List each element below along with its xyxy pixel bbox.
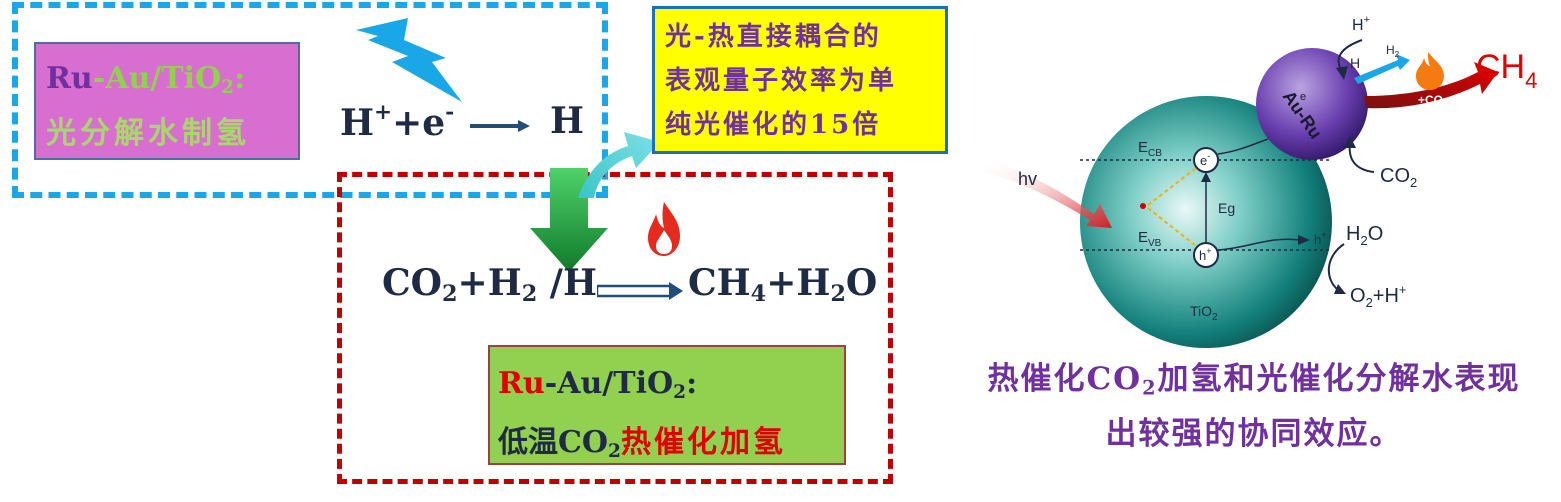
caption-line-1: 热催化CO2加氢和光催化分解水表现 <box>987 361 1521 400</box>
co2-input-label: +CO2 <box>1418 93 1448 109</box>
tio2-label: TiO2 <box>1190 303 1218 323</box>
equation-product-h: H <box>550 100 585 142</box>
au-ru-particle <box>1256 48 1368 160</box>
lightning-icon <box>356 18 462 102</box>
note-line-2: 表观量子效率为单 <box>665 66 898 96</box>
eg-label: Eg <box>1218 200 1235 216</box>
photo-catalyst-name: Ru-Au/TiO2: <box>46 61 246 99</box>
photo-catalyst-desc: 光分解水制氢 <box>46 116 250 152</box>
o2-h-label: O2+H+ <box>1350 282 1407 310</box>
curved-arrow-icon <box>578 132 660 198</box>
ch4-formation-arrow <box>1364 62 1498 109</box>
equation-co2-hydrogenation-rhs: CH4+H2O <box>688 262 878 308</box>
light-beam-icon <box>984 160 1112 228</box>
hole-label: h+ <box>1199 246 1212 263</box>
ecb-label: ECB <box>1138 139 1162 159</box>
photothermal-mechanism-schematic: ECB EVB e- h+ Eg h+ TiO2 hv Au-Ru e H+ H… <box>984 14 1537 348</box>
reaction-arrow <box>597 282 683 300</box>
note-line-3: 纯光催化的15倍 <box>665 110 882 140</box>
equation-co2-hydrogenation-lhs: CO2+H2 /H <box>382 262 597 308</box>
electron-small-label: e <box>1300 91 1306 103</box>
h2o-label: H2O <box>1346 223 1383 248</box>
down-arrow-icon <box>530 168 608 272</box>
evb-label: EVB <box>1138 229 1162 249</box>
hv-label: hv <box>1018 169 1037 189</box>
photocatalysis-frame <box>12 2 608 198</box>
reaction-arrow <box>470 120 530 132</box>
thermo-catalyst-name: Ru-Au/TiO2: <box>498 366 698 404</box>
quantum-efficiency-note: 光-热直接耦合的 表观量子效率为单 纯光催化的15倍 <box>652 6 948 154</box>
h2-label: H2 <box>1386 43 1400 59</box>
equation-proton-reduction: H++e- <box>340 100 455 145</box>
note-line-1: 光-热直接耦合的 <box>665 22 882 52</box>
caption-line-2: 出较强的协同效应。 <box>1105 416 1403 453</box>
h-plus-label: H+ <box>1352 14 1370 34</box>
dopant-dot <box>1140 203 1146 209</box>
synergy-caption: 热催化CO2加氢和光催化分解水表现 出较强的协同效应。 <box>948 356 1560 457</box>
ch4-label: CH4 <box>1476 48 1537 93</box>
hole-out-label: h+ <box>1314 230 1327 247</box>
electron-label: e- <box>1200 151 1210 168</box>
thermocatalysis-frame <box>337 172 893 484</box>
h-atom-label: H <box>1350 55 1360 71</box>
co2-label: CO2 <box>1380 165 1417 190</box>
thermocatalysis-label-box: Ru-Au/TiO2: 低温CO2热催化加氢 <box>488 345 846 465</box>
flame-icon <box>648 202 680 256</box>
flame-icon <box>1416 52 1444 90</box>
thermo-catalyst-desc: 低温CO2热催化加氢 <box>498 425 786 463</box>
h2-release-arrow <box>1354 54 1410 84</box>
photocatalysis-label-box: Ru-Au/TiO2: 光分解水制氢 <box>34 42 300 160</box>
